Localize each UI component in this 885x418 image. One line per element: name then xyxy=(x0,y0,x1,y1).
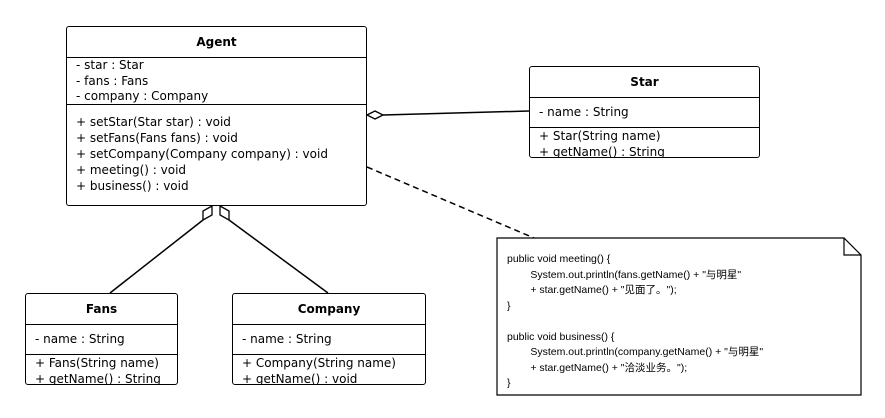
note-line: public void business() { xyxy=(507,330,615,343)
note-line: System.out.println(fans.getName() + "与明星… xyxy=(507,268,742,281)
agent-star-diamond[interactable] xyxy=(365,110,385,120)
class-star-name: Star xyxy=(530,67,759,98)
agent-fans-aggregation-line[interactable] xyxy=(109,219,204,294)
method-company-constructor: + Company(String name) xyxy=(242,356,396,370)
class-star[interactable]: Star - name : String + Star(String name)… xyxy=(529,66,760,158)
method-set-company: + setCompany(Company company) : void xyxy=(76,147,328,161)
class-fans-attributes: - name : String xyxy=(26,325,177,354)
method-business: + business() : void xyxy=(76,179,189,193)
class-company-name: Company xyxy=(233,294,425,325)
attribute-star: - star : Star xyxy=(76,58,144,72)
class-company[interactable]: Company - name : String + Company(String… xyxy=(232,293,426,385)
code-note[interactable]: public void meeting() { System.out.print… xyxy=(497,238,861,395)
class-fans-name: Fans xyxy=(26,294,177,325)
class-agent-methods: + setStar(Star star) : void + setFans(Fa… xyxy=(67,104,366,194)
note-folded-corner xyxy=(843,238,861,256)
agent-fans-diamond[interactable] xyxy=(202,204,213,222)
note-line: public void meeting() { xyxy=(507,253,611,265)
class-fans-methods: + Fans(String name) + getName() : String xyxy=(26,354,177,385)
attribute-name: - name : String xyxy=(35,332,125,346)
class-star-methods: + Star(String name) + getName() : String xyxy=(530,127,759,158)
class-agent[interactable]: Agent - star : Star - fans : Fans - comp… xyxy=(66,26,367,206)
note-shape[interactable] xyxy=(496,237,862,396)
note-line: + star.getName() + "见面了。"); xyxy=(507,284,677,296)
method-get-name: + getName() : void xyxy=(242,372,358,385)
note-line: System.out.println(company.getName() + "… xyxy=(507,346,764,358)
method-meeting: + meeting() : void xyxy=(76,163,187,177)
attribute-company: - company : Company xyxy=(76,89,209,103)
agent-note-dashed-line[interactable] xyxy=(366,166,535,239)
attribute-name: - name : String xyxy=(242,332,332,346)
attribute-name: - name : String xyxy=(539,105,629,119)
note-line: } xyxy=(507,299,511,312)
agent-company-aggregation-line[interactable] xyxy=(228,219,329,294)
method-star-constructor: + Star(String name) xyxy=(539,129,661,143)
class-agent-name: Agent xyxy=(67,27,366,58)
class-company-methods: + Company(String name) + getName() : voi… xyxy=(233,354,425,385)
method-get-name: + getName() : String xyxy=(539,145,665,158)
method-get-name: + getName() : String xyxy=(35,372,161,385)
method-set-fans: + setFans(Fans fans) : void xyxy=(76,131,238,145)
class-star-attributes: - name : String xyxy=(530,98,759,127)
class-agent-attributes: - star : Star - fans : Fans - company : … xyxy=(67,58,366,104)
attribute-fans: - fans : Fans xyxy=(76,73,149,88)
class-fans[interactable]: Fans - name : String + Fans(String name)… xyxy=(25,293,178,385)
code-note-text: public void meeting() { System.out.print… xyxy=(507,252,763,392)
agent-company-diamond[interactable] xyxy=(219,204,230,222)
method-fans-constructor: + Fans(String name) xyxy=(35,356,159,370)
method-set-star: + setStar(Star star) : void xyxy=(76,115,231,129)
note-line: } xyxy=(507,377,511,389)
agent-star-aggregation-line[interactable] xyxy=(382,110,530,116)
note-line: + star.getName() + "洽淡业务。"); xyxy=(507,361,688,374)
class-company-attributes: - name : String xyxy=(233,325,425,354)
